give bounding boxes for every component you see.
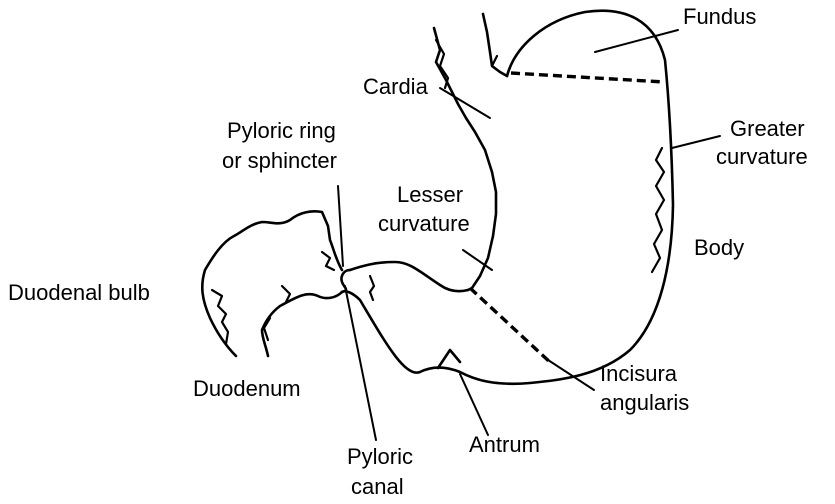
fundus-leader xyxy=(595,30,678,52)
pyloric-ring-label-line-1: Pyloric ring xyxy=(227,118,336,143)
pyloric-canal-leader xyxy=(345,286,376,440)
duodenal-bulb-label: Duodenal bulb xyxy=(8,280,150,305)
esophagus-right-wall xyxy=(483,14,507,76)
stomach-outer-wall xyxy=(342,11,673,384)
duodenum-label: Duodenum xyxy=(193,376,301,401)
cardia-label: Cardia xyxy=(363,74,429,99)
pyloric-canal-label-line-2: canal xyxy=(351,474,404,499)
incisura-boundary xyxy=(470,288,552,364)
lesser-curvature-label-line-2: curvature xyxy=(378,211,470,236)
greater-curvature-label-line-1: Greater xyxy=(730,116,805,141)
body-label: Body xyxy=(694,235,744,260)
pyloric-fold xyxy=(370,276,374,300)
duodenal-fold xyxy=(282,286,290,302)
incisura-angularis-label-line-1: Incisura xyxy=(600,361,678,386)
duodenal-fold xyxy=(322,252,334,270)
antrum-leader xyxy=(460,374,488,435)
lesser-curvature-edge xyxy=(350,262,468,291)
gastric-fold xyxy=(652,148,664,272)
incisura-notch xyxy=(438,350,460,368)
duodenal-bulb-lower-wall xyxy=(262,292,342,356)
pyloric-ring-leader xyxy=(338,186,343,266)
pyloric-ring-label-line-2: or sphincter xyxy=(222,148,337,173)
cardia-leader xyxy=(440,88,490,118)
duodenal-bulb-upper-wall xyxy=(202,211,342,356)
pyloric-canal-label-line-1: Pyloric xyxy=(347,444,413,469)
incisura-angularis-label-line-2: angularis xyxy=(600,390,689,415)
antrum-label: Antrum xyxy=(469,432,540,457)
fundus-body-boundary xyxy=(511,73,664,82)
lesser-curvature-label-line-1: Lesser xyxy=(397,182,463,207)
greater-curvature-leader xyxy=(672,136,720,148)
greater-curvature-label-line-2: curvature xyxy=(716,144,808,169)
fundus-label: Fundus xyxy=(683,4,756,29)
